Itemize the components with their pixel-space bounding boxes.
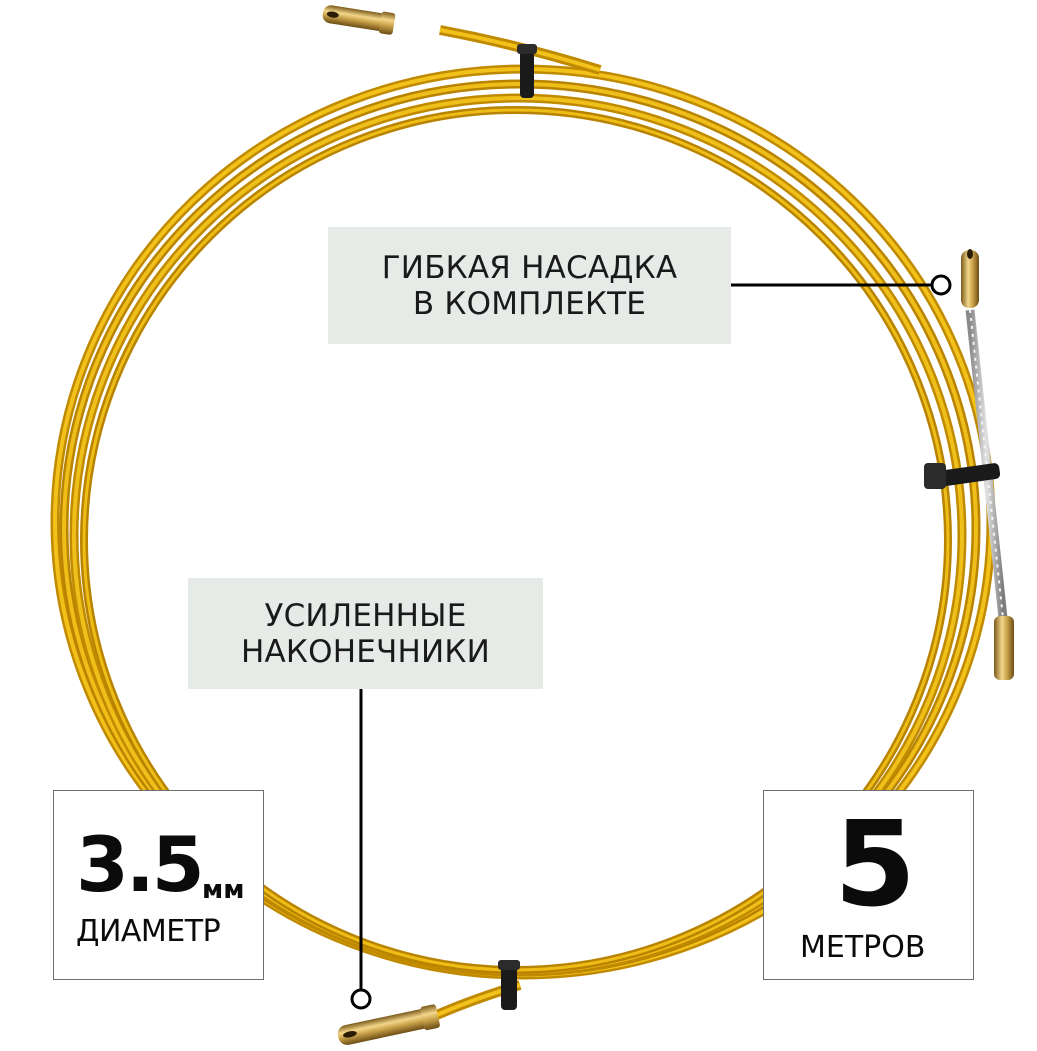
cable-tie-bottom xyxy=(498,960,520,1010)
length-label: МЕТРОВ xyxy=(800,930,926,965)
top-rod-end xyxy=(322,5,602,75)
cable-tie-top xyxy=(517,44,537,98)
diameter-unit: мм xyxy=(202,875,245,905)
callout-flexible-tip: ГИБКАЯ НАСАДКА В КОМПЛЕКТЕ xyxy=(328,227,731,344)
cable-tie-right xyxy=(923,463,1001,489)
callout-reinforced-tips: УСИЛЕННЫЕ НАКОНЕЧНИКИ xyxy=(188,578,543,689)
leader-line-reinforced-tips xyxy=(350,689,372,1010)
leader-line-flexible-tip xyxy=(731,274,952,296)
flexible-tip-attachment xyxy=(961,249,1014,680)
length-value: 5 xyxy=(834,795,917,933)
callout-reinforced-tips-line2: НАКОНЕЧНИКИ xyxy=(241,633,490,670)
callout-flexible-tip-line2: В КОМПЛЕКТЕ xyxy=(412,285,647,322)
callout-flexible-tip-line1: ГИБКАЯ НАСАДКА xyxy=(381,249,678,286)
diameter-badge: 3.5 мм ДИАМЕТР xyxy=(53,790,264,980)
length-badge: 5 МЕТРОВ xyxy=(763,790,974,980)
diameter-label: ДИАМЕТР xyxy=(76,914,221,949)
callout-reinforced-tips-line1: УСИЛЕННЫЕ xyxy=(264,597,467,634)
diameter-value: 3.5 xyxy=(76,820,205,909)
